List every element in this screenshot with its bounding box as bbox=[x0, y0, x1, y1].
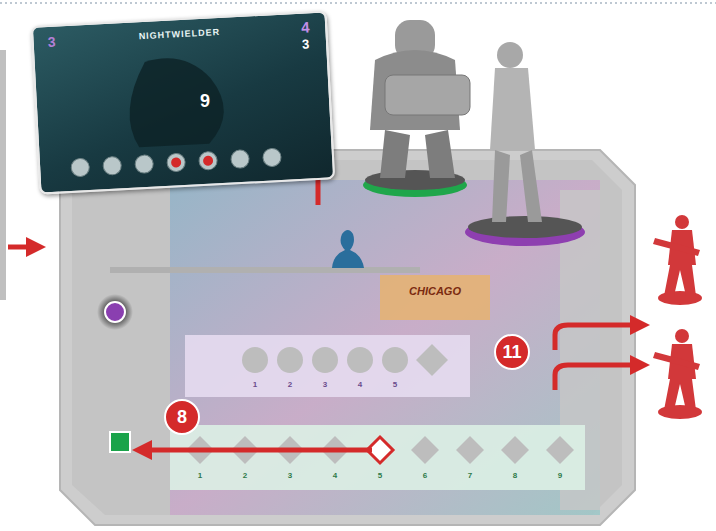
side-panel bbox=[0, 50, 6, 300]
token-glow bbox=[97, 294, 133, 330]
dotted-rule bbox=[0, 2, 716, 4]
red-arrow bbox=[555, 365, 640, 390]
card-stat: 3 bbox=[302, 37, 310, 50]
track-number: 2 bbox=[288, 381, 292, 389]
hero-card: NIGHTWIELDER 3 4 3 bbox=[31, 10, 335, 194]
track-number: 7 bbox=[468, 472, 472, 480]
track-number: 4 bbox=[358, 381, 362, 389]
track-number: 3 bbox=[323, 381, 327, 389]
marquee-text: CHICAGO bbox=[409, 286, 461, 297]
callout-number: 9 bbox=[200, 92, 210, 110]
agent-miniature bbox=[465, 42, 585, 246]
red-arrow bbox=[555, 325, 640, 350]
red-arrow bbox=[142, 448, 372, 453]
callout-disc bbox=[495, 335, 529, 369]
enemy-miniature bbox=[653, 329, 702, 419]
track-number: 3 bbox=[288, 472, 292, 480]
city-art bbox=[170, 180, 600, 515]
purple-slots bbox=[242, 344, 448, 376]
enemy-miniature bbox=[653, 215, 702, 305]
track-number: 4 bbox=[333, 472, 337, 480]
callout-number: 11 bbox=[502, 343, 521, 361]
theater-marquee bbox=[380, 275, 490, 320]
track-number: 8 bbox=[513, 472, 517, 480]
purple-track bbox=[185, 335, 470, 397]
purple-token bbox=[105, 302, 125, 322]
blue-pawn bbox=[332, 230, 364, 268]
track-number: 6 bbox=[423, 472, 427, 480]
track-number: 1 bbox=[198, 472, 202, 480]
hero-board bbox=[60, 150, 635, 525]
track-number: 2 bbox=[243, 472, 247, 480]
card-title: NIGHTWIELDER bbox=[139, 28, 221, 41]
green-cube bbox=[110, 432, 130, 452]
green-track bbox=[170, 425, 585, 490]
card-stat: 4 bbox=[301, 19, 310, 34]
card-art bbox=[33, 12, 333, 192]
red-arrow bbox=[8, 245, 36, 250]
card-stat: 3 bbox=[47, 35, 56, 49]
track-number: 5 bbox=[378, 472, 382, 480]
brute-miniature bbox=[363, 20, 470, 197]
track-number: 5 bbox=[393, 381, 397, 389]
callout-number: 8 bbox=[177, 408, 187, 426]
track-number: 1 bbox=[253, 381, 257, 389]
track-number: 9 bbox=[558, 472, 562, 480]
board-groove bbox=[110, 267, 420, 273]
callout-disc bbox=[165, 400, 199, 434]
